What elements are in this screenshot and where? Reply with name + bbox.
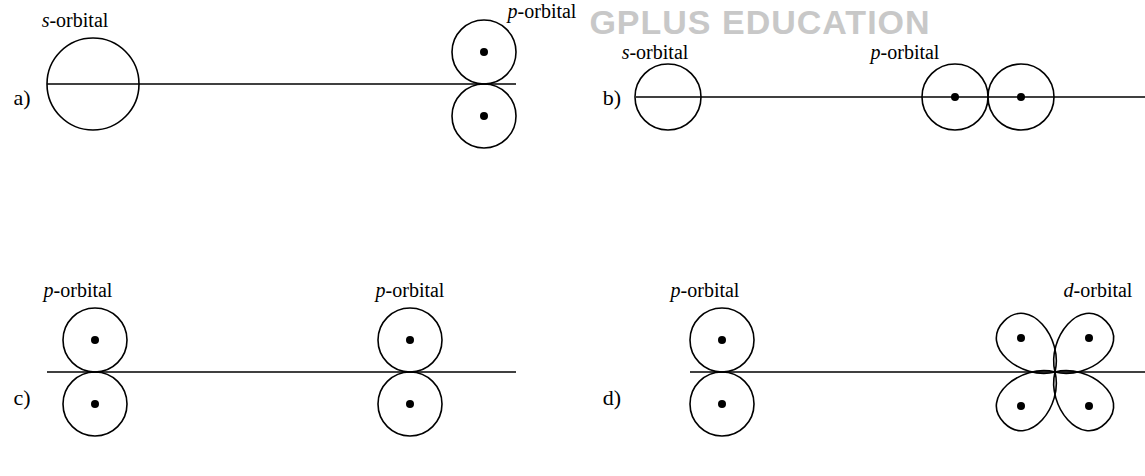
part-letter: b): [603, 86, 621, 110]
p-orbital-lobe: [378, 372, 442, 436]
part-letter: d): [603, 386, 621, 410]
internuclear-axis: [47, 83, 516, 85]
lobe-dot: [91, 400, 99, 408]
orbital-label: p-orbital: [671, 279, 740, 301]
lobe-dot: [406, 336, 414, 344]
lobe-dot: [718, 336, 726, 344]
s-orbital-shape: [47, 38, 139, 130]
d-orbital-lobe: [1037, 354, 1123, 440]
p-orbital-lobe: [378, 308, 442, 372]
p-orbital-lobe: [63, 372, 127, 436]
part-letter: c): [13, 386, 30, 410]
s-orbital-shape: [635, 64, 701, 130]
lobe-dot: [1085, 334, 1093, 342]
watermark: GPLUS EDUCATION: [589, 5, 930, 39]
part-letter: a): [13, 86, 30, 110]
p-orbital-lobe: [452, 84, 516, 148]
orbital-label: p-orbital: [508, 0, 577, 22]
orbital-label: p-orbital: [376, 279, 445, 301]
lobe-dot: [1085, 402, 1093, 410]
p-orbital-lobe: [922, 64, 988, 130]
orbital-label: s-orbital: [42, 9, 109, 31]
orbital-label: p-orbital: [871, 41, 940, 63]
p-orbital-lobe: [988, 64, 1054, 130]
d-orbital-lobe: [987, 354, 1073, 440]
lobe-dot: [406, 400, 414, 408]
p-orbital-lobe: [690, 308, 754, 372]
d-orbital-lobe: [987, 304, 1073, 390]
d-orbital-lobe: [1037, 304, 1123, 390]
p-orbital-lobe: [63, 308, 127, 372]
lobe-dot: [1017, 93, 1025, 101]
lobe-dot: [1017, 334, 1025, 342]
p-orbital-lobe: [452, 20, 516, 84]
p-orbital-lobe: [690, 372, 754, 436]
lobe-dot: [480, 112, 488, 120]
lobe-dot: [1017, 402, 1025, 410]
lobe-dot: [718, 400, 726, 408]
orbital-label: p-orbital: [44, 279, 113, 301]
lobe-dot: [480, 48, 488, 56]
orbital-label: d-orbital: [1064, 279, 1133, 301]
internuclear-axis: [47, 371, 516, 373]
lobe-dot: [91, 336, 99, 344]
internuclear-axis: [636, 96, 1145, 98]
lobe-dot: [951, 93, 959, 101]
orbital-label: s-orbital: [622, 41, 689, 63]
